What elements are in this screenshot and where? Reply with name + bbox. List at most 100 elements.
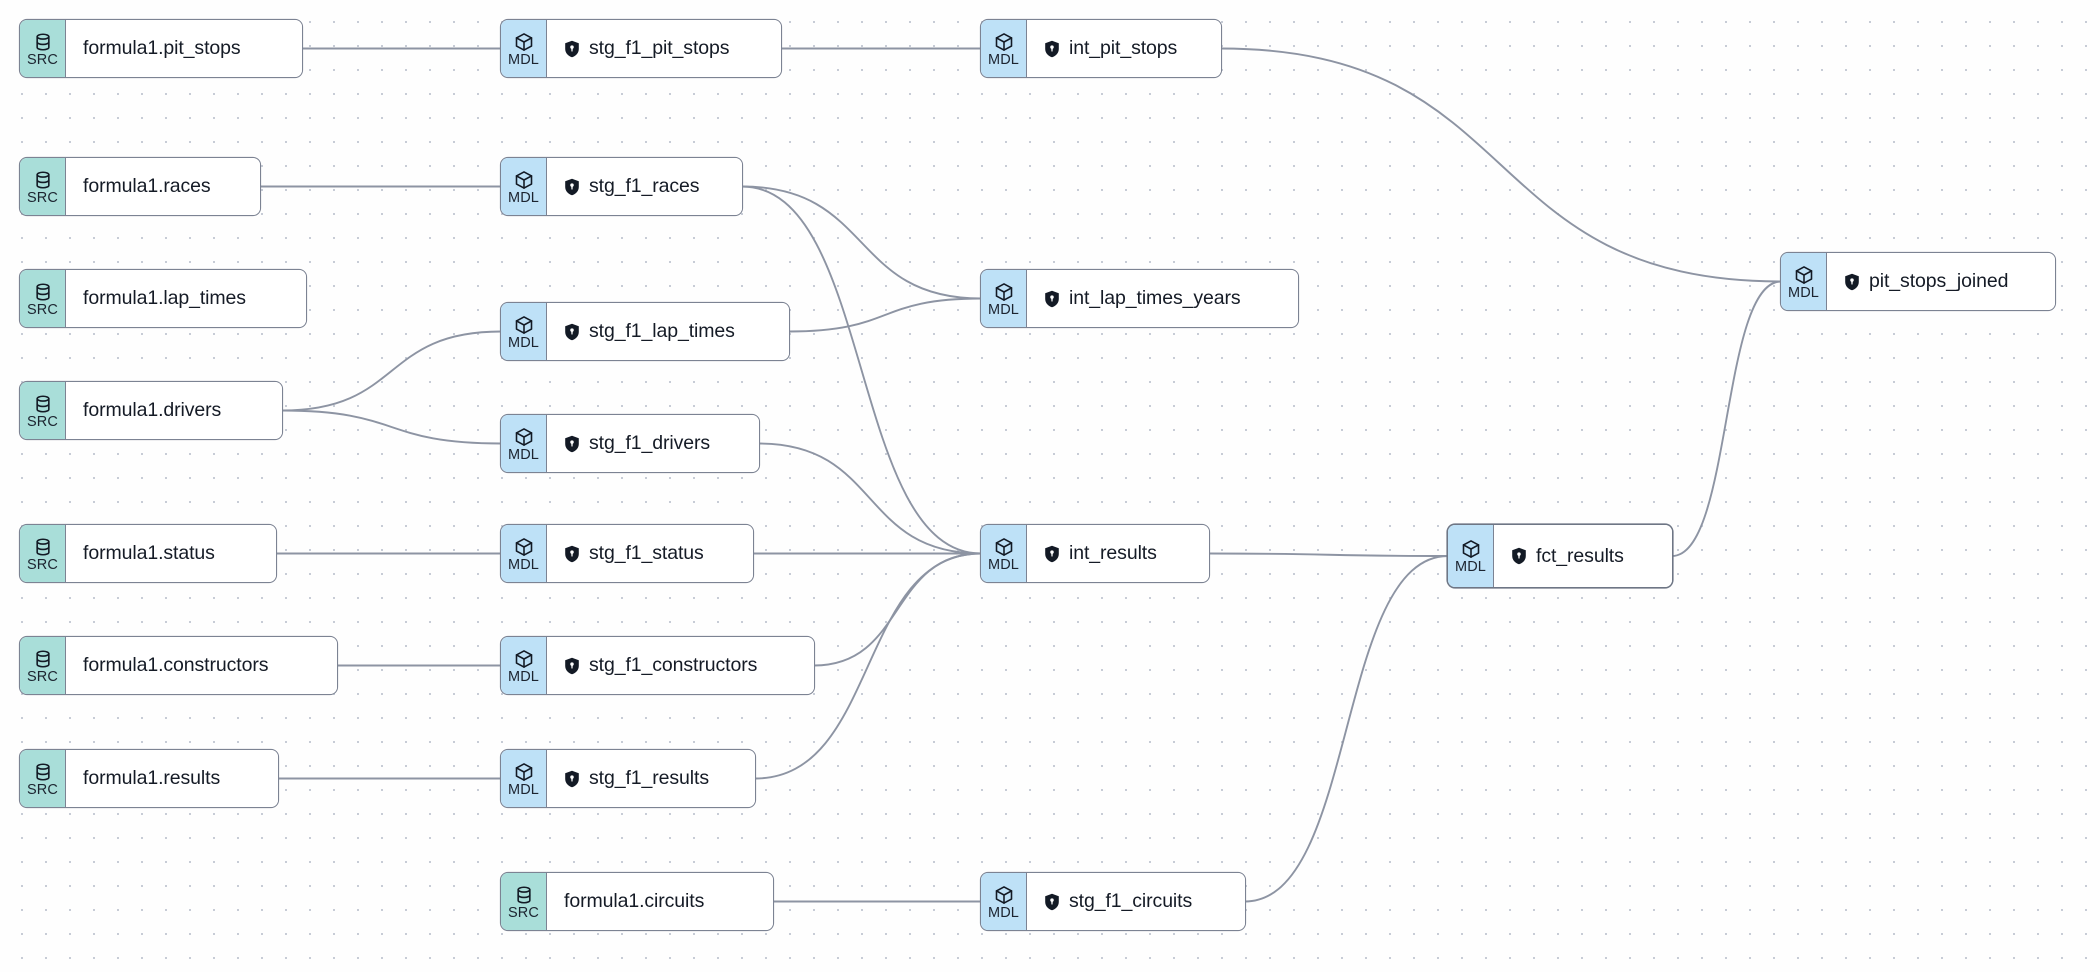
node-body[interactable]: stg_f1_constructors [547,637,814,694]
database-icon [33,762,53,782]
model-type-badge: MDL [501,415,547,472]
lineage-node-src_lap_times[interactable]: SRC formula1.lap_times [20,270,306,327]
node-type-label: SRC [508,904,539,921]
lineage-node-fct_results[interactable]: MDL fct_results [1448,525,1672,587]
lineage-node-stg_constructors[interactable]: MDL stg_f1_constructors [501,637,814,694]
node-type-label: MDL [508,334,539,351]
node-label: stg_f1_constructors [589,654,758,676]
lineage-edge [758,442,982,555]
cube-icon [514,537,534,557]
node-body[interactable]: formula1.results [66,750,278,807]
shield-icon [564,770,580,788]
model-type-badge: MDL [501,750,547,807]
cube-icon [514,649,534,669]
node-label: formula1.status [83,542,215,564]
node-body[interactable]: formula1.drivers [66,382,282,439]
node-body[interactable]: stg_f1_drivers [547,415,759,472]
lineage-node-src_circuits[interactable]: SRC formula1.circuits [501,873,773,930]
node-type-label: SRC [27,556,58,573]
node-body[interactable]: formula1.status [66,525,276,582]
shield-icon [564,435,580,453]
node-type-label: SRC [27,413,58,430]
node-body[interactable]: stg_f1_circuits [1027,873,1245,930]
lineage-node-int_lap_times_years[interactable]: MDL int_lap_times_years [981,270,1298,327]
node-label: stg_f1_status [589,542,704,564]
lineage-node-src_races[interactable]: SRC formula1.races [20,158,260,215]
node-type-label: MDL [1455,559,1486,576]
node-label: int_pit_stops [1069,37,1178,59]
source-type-badge: SRC [501,873,547,930]
source-type-badge: SRC [20,382,66,439]
node-body[interactable]: formula1.races [66,158,260,215]
node-type-label: SRC [27,189,58,206]
lineage-node-src_drivers[interactable]: SRC formula1.drivers [20,382,282,439]
node-type-label: MDL [508,668,539,685]
shield-icon [1044,290,1060,308]
lineage-edge [281,330,502,412]
shield-icon [1044,893,1060,911]
node-body[interactable]: int_results [1027,525,1209,582]
source-type-badge: SRC [20,525,66,582]
database-icon [33,394,53,414]
cube-icon [994,32,1014,52]
node-type-label: MDL [988,904,1019,921]
node-label: formula1.pit_stops [83,37,241,59]
node-body[interactable]: stg_f1_results [547,750,755,807]
lineage-edge [1671,280,1782,557]
lineage-node-int_results[interactable]: MDL int_results [981,525,1209,582]
node-type-label: MDL [1788,284,1819,301]
node-body[interactable]: formula1.circuits [547,873,773,930]
database-icon [33,282,53,302]
node-label: formula1.races [83,175,211,197]
node-label: pit_stops_joined [1869,270,2009,292]
node-body[interactable]: formula1.pit_stops [66,20,302,77]
lineage-node-src_constructors[interactable]: SRC formula1.constructors [20,637,337,694]
node-type-label: MDL [508,189,539,206]
node-type-label: SRC [27,668,58,685]
lineage-node-stg_lap_times[interactable]: MDL stg_f1_lap_times [501,303,789,360]
node-label: stg_f1_results [589,767,709,789]
node-body[interactable]: formula1.constructors [66,637,337,694]
model-type-badge: MDL [981,873,1027,930]
node-body[interactable]: fct_results [1494,525,1672,587]
lineage-node-src_status[interactable]: SRC formula1.status [20,525,276,582]
node-type-label: SRC [27,301,58,318]
lineage-node-stg_pit_stops[interactable]: MDL stg_f1_pit_stops [501,20,781,77]
model-type-badge: MDL [1781,253,1827,310]
lineage-edge [281,409,502,445]
lineage-node-int_pit_stops[interactable]: MDL int_pit_stops [981,20,1221,77]
cube-icon [1794,265,1814,285]
lineage-node-src_pit_stops[interactable]: SRC formula1.pit_stops [20,20,302,77]
lineage-node-pit_stops_joined[interactable]: MDL pit_stops_joined [1781,253,2055,310]
source-type-badge: SRC [20,270,66,327]
lineage-node-stg_races[interactable]: MDL stg_f1_races [501,158,742,215]
node-label: stg_f1_pit_stops [589,37,730,59]
node-label: stg_f1_drivers [589,432,711,454]
lineage-node-stg_results[interactable]: MDL stg_f1_results [501,750,755,807]
node-type-label: MDL [988,51,1019,68]
lineage-node-stg_circuits[interactable]: MDL stg_f1_circuits [981,873,1245,930]
node-body[interactable]: stg_f1_lap_times [547,303,789,360]
node-type-label: MDL [508,446,539,463]
model-type-badge: MDL [981,270,1027,327]
node-type-label: MDL [508,781,539,798]
node-label: formula1.lap_times [83,287,246,309]
lineage-node-src_results[interactable]: SRC formula1.results [20,750,278,807]
lineage-node-stg_drivers[interactable]: MDL stg_f1_drivers [501,415,759,472]
lineage-node-stg_status[interactable]: MDL stg_f1_status [501,525,753,582]
lineage-edge [741,185,982,555]
node-body[interactable]: stg_f1_pit_stops [547,20,781,77]
node-type-label: SRC [27,51,58,68]
node-type-label: MDL [508,51,539,68]
cube-icon [994,537,1014,557]
node-body[interactable]: int_lap_times_years [1027,270,1298,327]
database-icon [33,170,53,190]
node-body[interactable]: stg_f1_status [547,525,753,582]
cube-icon [514,762,534,782]
node-body[interactable]: int_pit_stops [1027,20,1221,77]
node-body[interactable]: pit_stops_joined [1827,253,2055,310]
node-body[interactable]: formula1.lap_times [66,270,306,327]
node-body[interactable]: stg_f1_races [547,158,742,215]
shield-icon [564,323,580,341]
